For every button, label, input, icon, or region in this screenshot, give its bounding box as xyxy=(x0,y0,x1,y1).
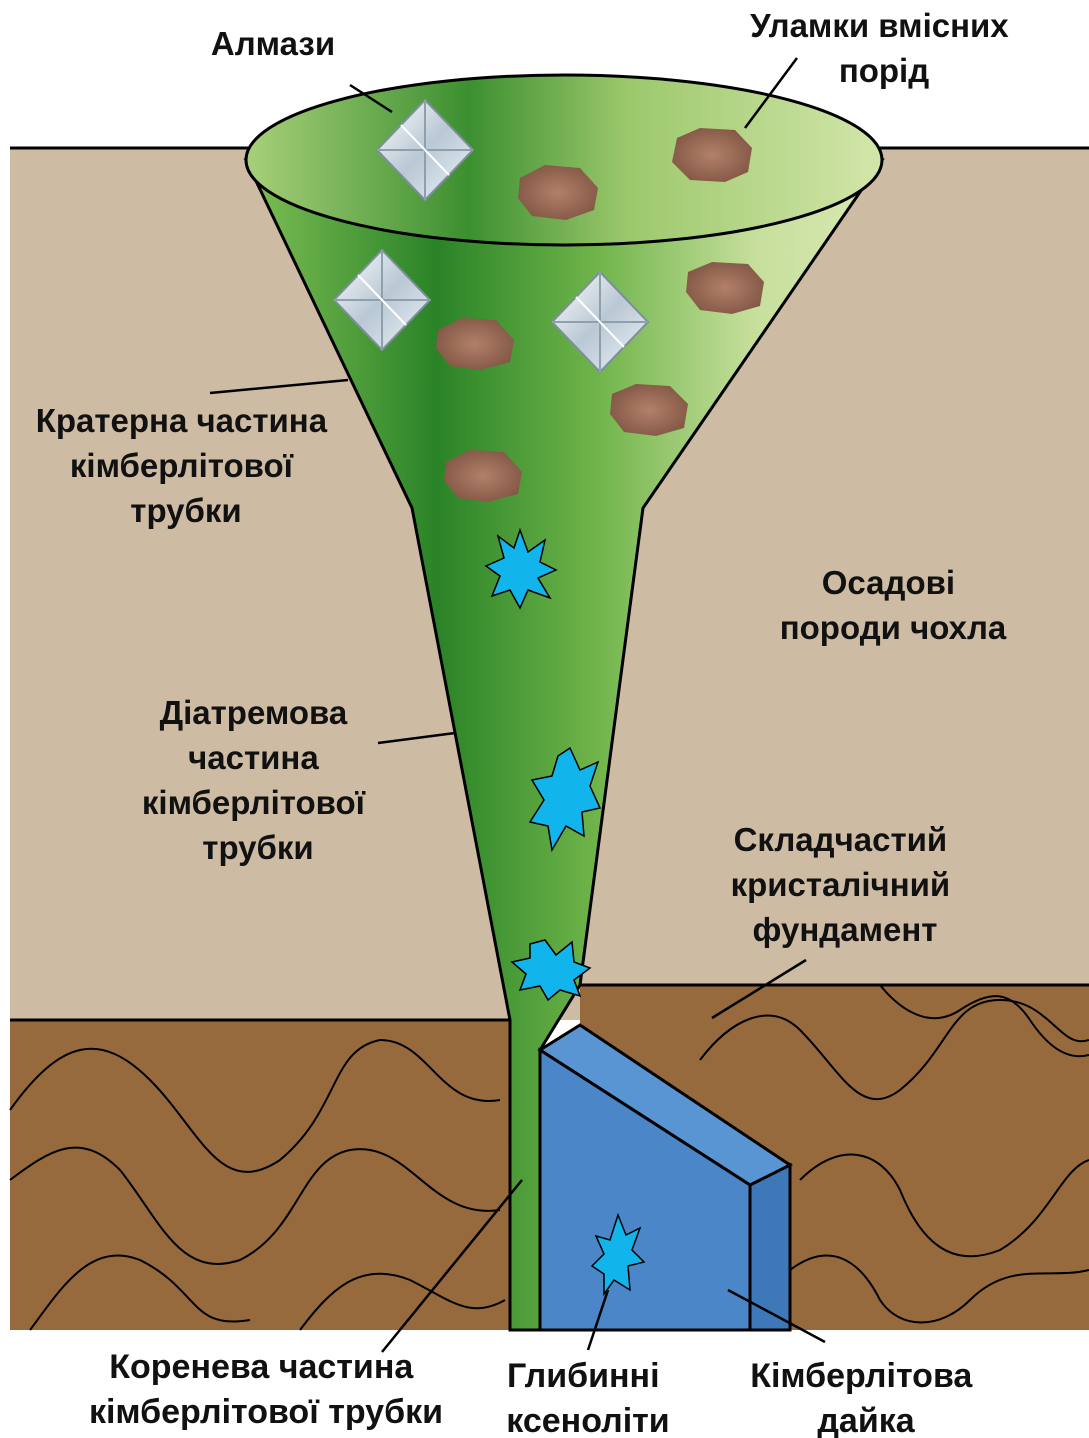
label-deep-xenoliths: Глибинні ксеноліти xyxy=(506,1357,669,1438)
rock-fragment xyxy=(686,262,764,314)
label-kimberlite-dike: Кімберлітова дайка xyxy=(750,1357,982,1438)
label-host-rock-fragments: Уламки вмісних порід xyxy=(750,7,1018,89)
rock-fragment xyxy=(672,128,752,182)
label-root-part: Коренева частина кімберлітової трубки xyxy=(89,1348,443,1431)
label-diamonds: Алмази xyxy=(211,25,335,62)
label-folded-basement: Складчастий кристалічний фундамент xyxy=(731,821,960,948)
